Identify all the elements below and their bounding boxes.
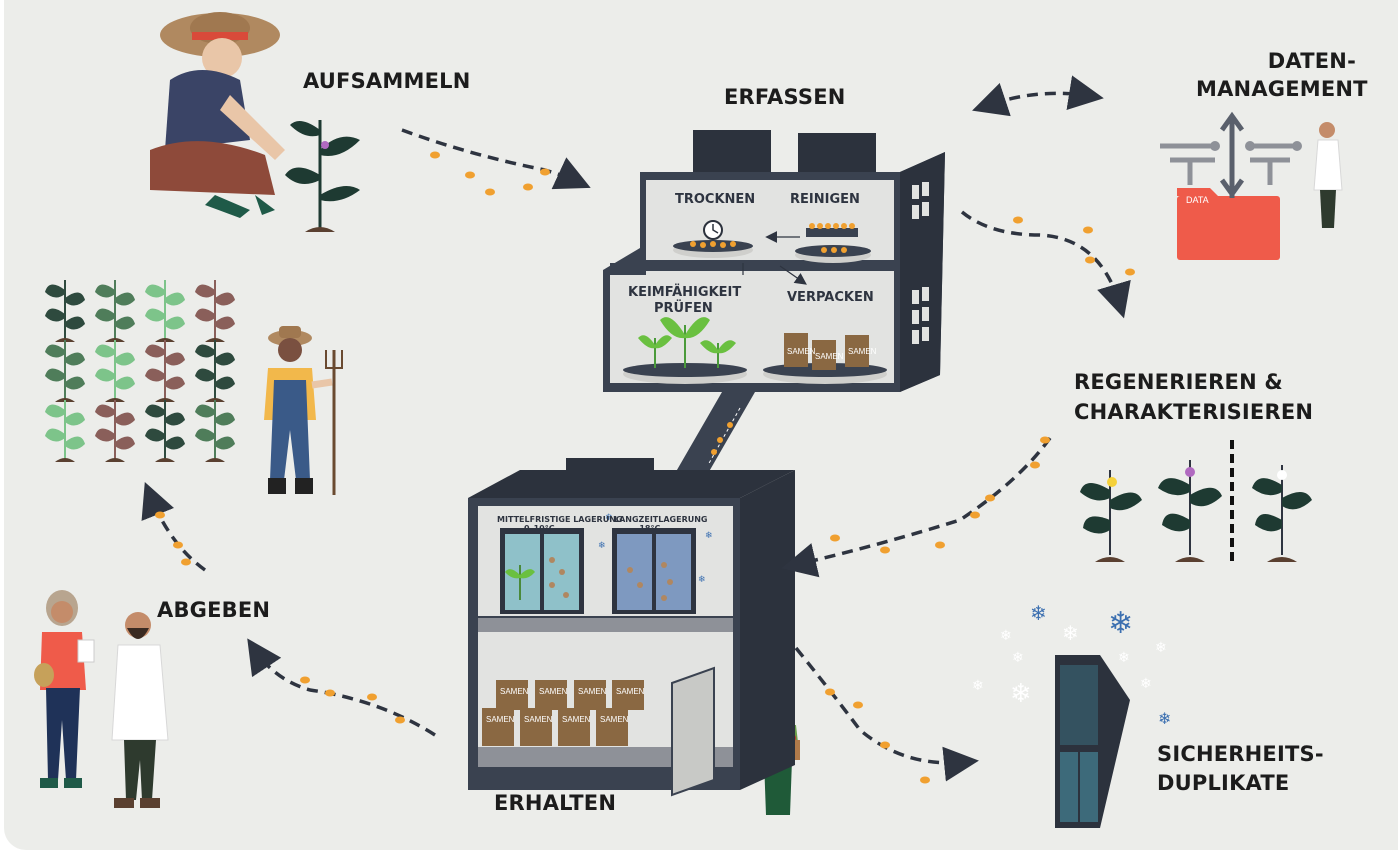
stage-label-datenmanagement-2: MANAGEMENT bbox=[1196, 77, 1368, 101]
field-plant bbox=[195, 280, 235, 342]
field-plant bbox=[145, 340, 185, 402]
stage-label-sicherheit-1: SICHERHEITS- bbox=[1157, 742, 1324, 766]
room-label-reinigen: REINIGEN bbox=[790, 192, 860, 207]
room-label-keimfaehigkeit: KEIMFÄHIGKEIT bbox=[628, 284, 741, 300]
seed-bag-icon: SAMEN bbox=[520, 708, 553, 746]
people-handover-figure bbox=[34, 590, 169, 808]
plant-field bbox=[45, 280, 235, 462]
stage-label-datenmanagement-1: DATEN- bbox=[1267, 49, 1356, 73]
svg-text:❄: ❄ bbox=[1062, 621, 1079, 645]
seed-bag-icon: SAMEN bbox=[574, 680, 607, 710]
field-plant bbox=[145, 400, 185, 462]
stage-label-regenerieren-1: REGENERIEREN & bbox=[1074, 370, 1283, 394]
stage-label-erfassen: ERFASSEN bbox=[724, 85, 846, 109]
bag-label: SAMEN bbox=[578, 687, 607, 696]
bag-label: SAMEN bbox=[787, 347, 816, 356]
farmer-collecting-figure bbox=[150, 12, 285, 218]
svg-text:❄: ❄ bbox=[1030, 601, 1047, 625]
room-label-verpacken: VERPACKEN bbox=[787, 290, 874, 305]
field-plant bbox=[45, 400, 85, 462]
data-folder-label: DATA bbox=[1186, 195, 1209, 205]
arrow-aufsammeln-to-erfassen bbox=[401, 128, 591, 190]
arrow-erfassen-datenmanagement bbox=[972, 75, 1104, 117]
stage-label-sicherheit-2: DUPLIKATE bbox=[1157, 771, 1290, 795]
bag-label: SAMEN bbox=[486, 715, 515, 724]
room-label-langzeit-temp: -18°C bbox=[636, 524, 660, 533]
room-label-pruefen: PRÜFEN bbox=[654, 300, 713, 316]
field-plant bbox=[95, 400, 135, 462]
bag-label: SAMEN bbox=[616, 687, 645, 696]
svg-text:❄: ❄ bbox=[1108, 606, 1133, 641]
svg-text:❄: ❄ bbox=[1155, 640, 1167, 656]
bag-label: SAMEN bbox=[600, 715, 629, 724]
seed-bag-icon: SAMEN bbox=[482, 708, 515, 746]
arrow-regenerieren-to-erhalten bbox=[781, 436, 1052, 578]
young-plant-icon bbox=[285, 120, 360, 232]
seed-bag-icon: SAMEN bbox=[596, 708, 629, 746]
arrow-erhalten-to-abgeben bbox=[247, 638, 436, 737]
seed-bag-icon: SAMEN bbox=[612, 680, 645, 710]
svg-text:❄: ❄ bbox=[605, 513, 613, 523]
seed-dots bbox=[155, 151, 1135, 784]
farmer-pitchfork-figure bbox=[264, 326, 343, 495]
arrow-erfassen-to-regenerieren bbox=[960, 210, 1131, 319]
field-plant bbox=[145, 280, 185, 342]
seed-bag-icon bbox=[784, 333, 869, 370]
svg-text:❄: ❄ bbox=[705, 531, 713, 541]
svg-text:❄: ❄ bbox=[1158, 709, 1171, 728]
bag-label: SAMEN bbox=[500, 687, 529, 696]
seed-bag-stack: SAMEN SAMEN SAMEN SAMEN SAMEN SAMEN SAMEN SAMEN bbox=[482, 680, 645, 746]
field-plant bbox=[45, 340, 85, 402]
svg-text:❄: ❄ bbox=[1010, 679, 1032, 709]
svg-text:❄: ❄ bbox=[598, 541, 606, 551]
processing-building: SAMEN SAMEN SAMEN TROCKNEN REINIGEN KEIM… bbox=[603, 130, 945, 392]
bag-label: SAMEN bbox=[524, 715, 553, 724]
flow-arrows bbox=[141, 75, 1131, 782]
storage-building: ❄ ❄ ❄ ❄ MITTELFRISTIGE LAGERUNG 0–10°C LAN… bbox=[468, 458, 795, 797]
svg-text:❄: ❄ bbox=[1118, 650, 1130, 666]
seed-chute bbox=[670, 392, 755, 482]
seed-vault bbox=[1055, 655, 1130, 828]
seed-bag-icon: SAMEN bbox=[496, 680, 529, 710]
stage-label-regenerieren-2: CHARAKTERISIEREN bbox=[1074, 400, 1314, 424]
regenerating-plants bbox=[1080, 440, 1312, 565]
field-plant bbox=[195, 400, 235, 462]
room-label-langzeit: LANGZEITLAGERUNG bbox=[614, 515, 708, 524]
field-plant bbox=[195, 340, 235, 402]
bag-label: SAMEN bbox=[815, 352, 844, 361]
svg-text:❄: ❄ bbox=[698, 575, 706, 585]
field-plant bbox=[45, 280, 85, 342]
bag-label: SAMEN bbox=[562, 715, 591, 724]
svg-text:❄: ❄ bbox=[1012, 650, 1024, 666]
bag-label: SAMEN bbox=[848, 347, 877, 356]
seed-bag-icon: SAMEN bbox=[558, 708, 591, 746]
stage-label-abgeben: ABGEBEN bbox=[157, 598, 271, 622]
field-plant bbox=[95, 340, 135, 402]
arrow-erhalten-to-sicherheit bbox=[794, 646, 979, 782]
stage-label-aufsammeln: AUFSAMMELN bbox=[303, 69, 471, 93]
snowflake-icons: ❄ ❄ ❄ ❄ ❄ ❄ ❄ ❄ ❄ ❄ ❄ bbox=[972, 601, 1171, 728]
room-label-mittelfristig: MITTELFRISTIGE LAGERUNG bbox=[497, 515, 622, 524]
svg-text:❄: ❄ bbox=[1000, 628, 1012, 644]
arrow-abgeben-to-field bbox=[141, 482, 207, 572]
bag-label: SAMEN bbox=[539, 687, 568, 696]
stage-label-erhalten: ERHALTEN bbox=[494, 791, 617, 815]
svg-text:❄: ❄ bbox=[972, 678, 984, 694]
svg-text:❄: ❄ bbox=[1140, 676, 1152, 692]
data-management-figure: DATA bbox=[1160, 111, 1343, 260]
room-label-mittelfristig-temp: 0–10°C bbox=[524, 524, 555, 533]
room-label-trocknen: TROCKNEN bbox=[675, 192, 755, 207]
seed-bag-icon: SAMEN bbox=[535, 680, 568, 710]
field-plant bbox=[95, 280, 135, 342]
